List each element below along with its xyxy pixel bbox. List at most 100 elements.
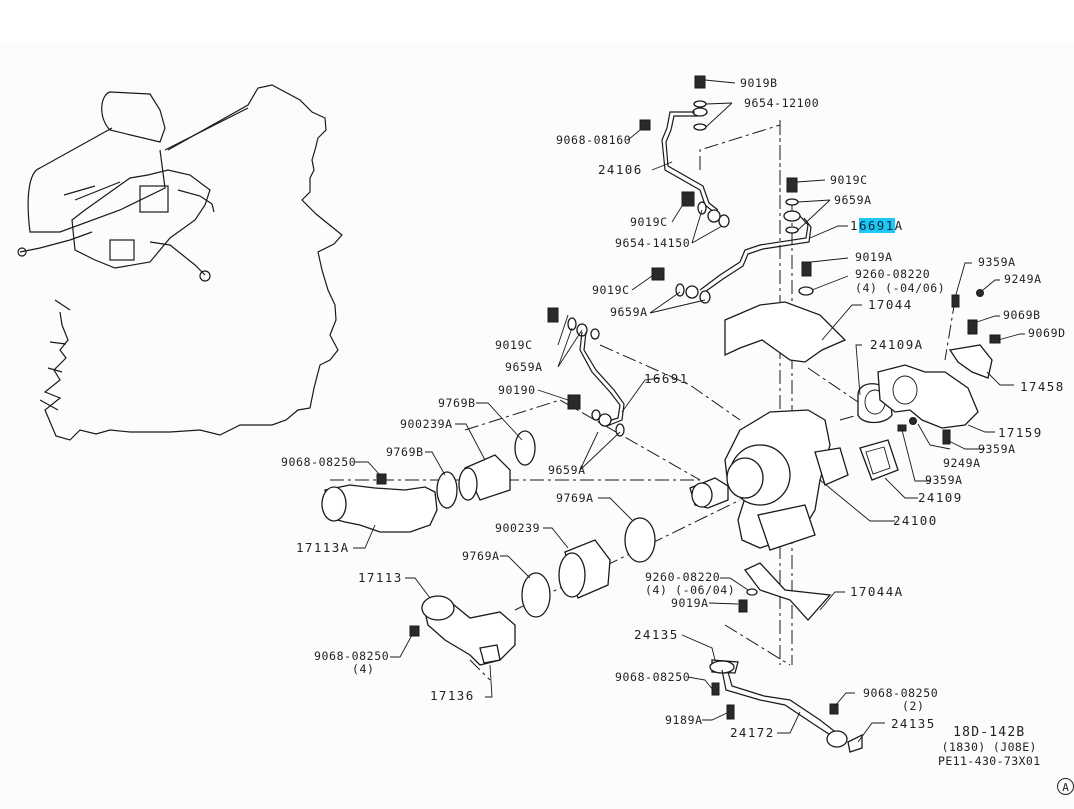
label-9359A-b: 9359A xyxy=(978,442,1016,456)
intake-pipe xyxy=(101,91,166,143)
label-9068-08250-a: 9068-08250 xyxy=(281,455,357,469)
label-90190: 90190 xyxy=(498,383,536,397)
diagram-sheet xyxy=(0,42,1074,809)
label-9659A-b: 9659A xyxy=(610,305,648,319)
washer-mid xyxy=(697,201,707,215)
label-16691A: 16691A xyxy=(850,218,904,233)
turbo-flange-small xyxy=(139,185,169,213)
label-9249A-b: 9249A xyxy=(943,456,981,470)
bolt-90190 xyxy=(567,394,581,410)
engine-block-drawing xyxy=(17,84,343,441)
clamp-9769B-right xyxy=(514,430,536,466)
label-900239: 900239 xyxy=(495,521,541,535)
label-24106: 24106 xyxy=(598,162,643,177)
bracket-17458 xyxy=(948,344,993,379)
label-16691A-suffix: A xyxy=(894,218,904,233)
label-24172: 24172 xyxy=(730,725,775,740)
heat-shield-17044 xyxy=(724,301,847,363)
banjo-bottom xyxy=(707,209,721,223)
selected-text-highlight[interactable]: 6691 xyxy=(858,218,895,233)
oil-drain-line-small xyxy=(149,241,206,276)
leader-lines xyxy=(353,79,1025,743)
bolt-9019B xyxy=(694,75,706,89)
label-9659A-c: 9659A xyxy=(505,360,543,374)
bolt-9019C-lower xyxy=(651,267,665,281)
code-line-1: 18D-142B xyxy=(953,725,1026,740)
label-17136: 17136 xyxy=(430,688,475,703)
washer-mid-2 xyxy=(718,214,730,228)
code-line-2: (1830) (J08E) xyxy=(941,740,1037,754)
label-9019C-d: 9019C xyxy=(495,338,533,352)
label-9019C-c: 9019C xyxy=(592,283,630,297)
label-9069B: 9069B xyxy=(1003,308,1041,322)
engine-top-line xyxy=(164,107,249,151)
label-24100: 24100 xyxy=(893,513,938,528)
gasket-24109 xyxy=(859,439,899,481)
label-16691: 16691 xyxy=(644,371,689,386)
label-9019C-b: 9019C xyxy=(630,215,668,229)
cover-17136 xyxy=(479,644,501,664)
label-9249A-a: 9249A xyxy=(1004,272,1042,286)
label-17113A: 17113A xyxy=(296,540,350,555)
water-line-16691 xyxy=(547,307,625,437)
bolt-9068-08250-left xyxy=(711,682,720,696)
clamp-9769A-left xyxy=(521,572,551,618)
oil-line-16691A xyxy=(651,177,814,304)
label-17113: 17113 xyxy=(358,570,403,585)
bolt-9069B xyxy=(967,319,978,335)
heat-shield-17044A xyxy=(743,562,832,621)
banjo-top xyxy=(692,107,708,117)
top-blank-band xyxy=(0,0,1074,42)
nut-9249A-top xyxy=(976,289,984,297)
label-9069D: 9069D xyxy=(1028,326,1066,340)
bolt-9019A-top xyxy=(801,261,812,277)
label-9068-08250-d-note: (2) xyxy=(902,699,925,713)
bolt-9019C-left xyxy=(547,307,559,323)
flange-bottom xyxy=(826,730,848,748)
oil-feed-line-24106 xyxy=(639,75,730,228)
label-9769B-a: 9769B xyxy=(438,396,476,410)
label-17044A: 17044A xyxy=(850,584,904,599)
bolt-9019C-top xyxy=(681,191,695,207)
bolt-9019A-bottom xyxy=(738,599,748,613)
label-9068-08250-c: 9068-08250 xyxy=(615,670,691,684)
label-9769B-b: 9769B xyxy=(386,445,424,459)
label-9260-08220-a-note: (4) (-04/06) xyxy=(855,281,946,295)
label-9068-08250-d: 9068-08250 xyxy=(863,686,939,700)
label-9019B: 9019B xyxy=(740,76,778,90)
label-24135-a: 24135 xyxy=(634,627,679,642)
oil-return-pipe-24172 xyxy=(709,659,863,753)
label-9019A-b: 9019A xyxy=(671,596,709,610)
label-9068-08250-b-note: (4) xyxy=(352,662,375,676)
turbo-body-small xyxy=(71,169,211,269)
label-9769A-b: 9769A xyxy=(462,549,500,563)
turbocharger-24100 xyxy=(689,409,849,551)
label-9189A: 9189A xyxy=(665,713,703,727)
bolt-9068-08250-right xyxy=(829,703,839,715)
bolt-9068-08160 xyxy=(639,119,651,131)
label-9068-08160: 9068-08160 xyxy=(556,133,632,147)
code-line-3: PE11-430-73X01 xyxy=(938,754,1041,768)
turbo-actuator-small xyxy=(109,239,135,261)
label-16691A-prefix: 1 xyxy=(850,218,859,233)
label-9260-08220-b-note: (4) (-06/04) xyxy=(645,583,736,597)
bolt-9068-08250-upper xyxy=(376,473,387,485)
coolant-line-left xyxy=(19,231,93,253)
label-900239A: 900239A xyxy=(400,417,453,431)
intake-hose-lower xyxy=(521,517,656,618)
pipe-17113A xyxy=(324,484,438,533)
washer-top-1 xyxy=(693,100,707,108)
nut-9249A-bottom xyxy=(909,417,917,425)
label-17159: 17159 xyxy=(998,425,1043,440)
label-9260-08220-a: 9260-08220 xyxy=(855,267,931,281)
bolt-9069D xyxy=(989,334,1001,344)
washer-9260-bottom xyxy=(746,588,758,596)
clamp-9769B-left xyxy=(436,471,458,509)
exhaust-outlet-small xyxy=(177,189,215,213)
label-9019C-a: 9019C xyxy=(830,173,868,187)
intake-duct-inner xyxy=(63,181,121,201)
diagram-reference-code: 18D-142B (1830) (J08E) PE11-430-73X01 xyxy=(938,725,1041,769)
label-24135-b: 24135 xyxy=(891,716,936,731)
label-9659A-d: 9659A xyxy=(548,463,586,477)
